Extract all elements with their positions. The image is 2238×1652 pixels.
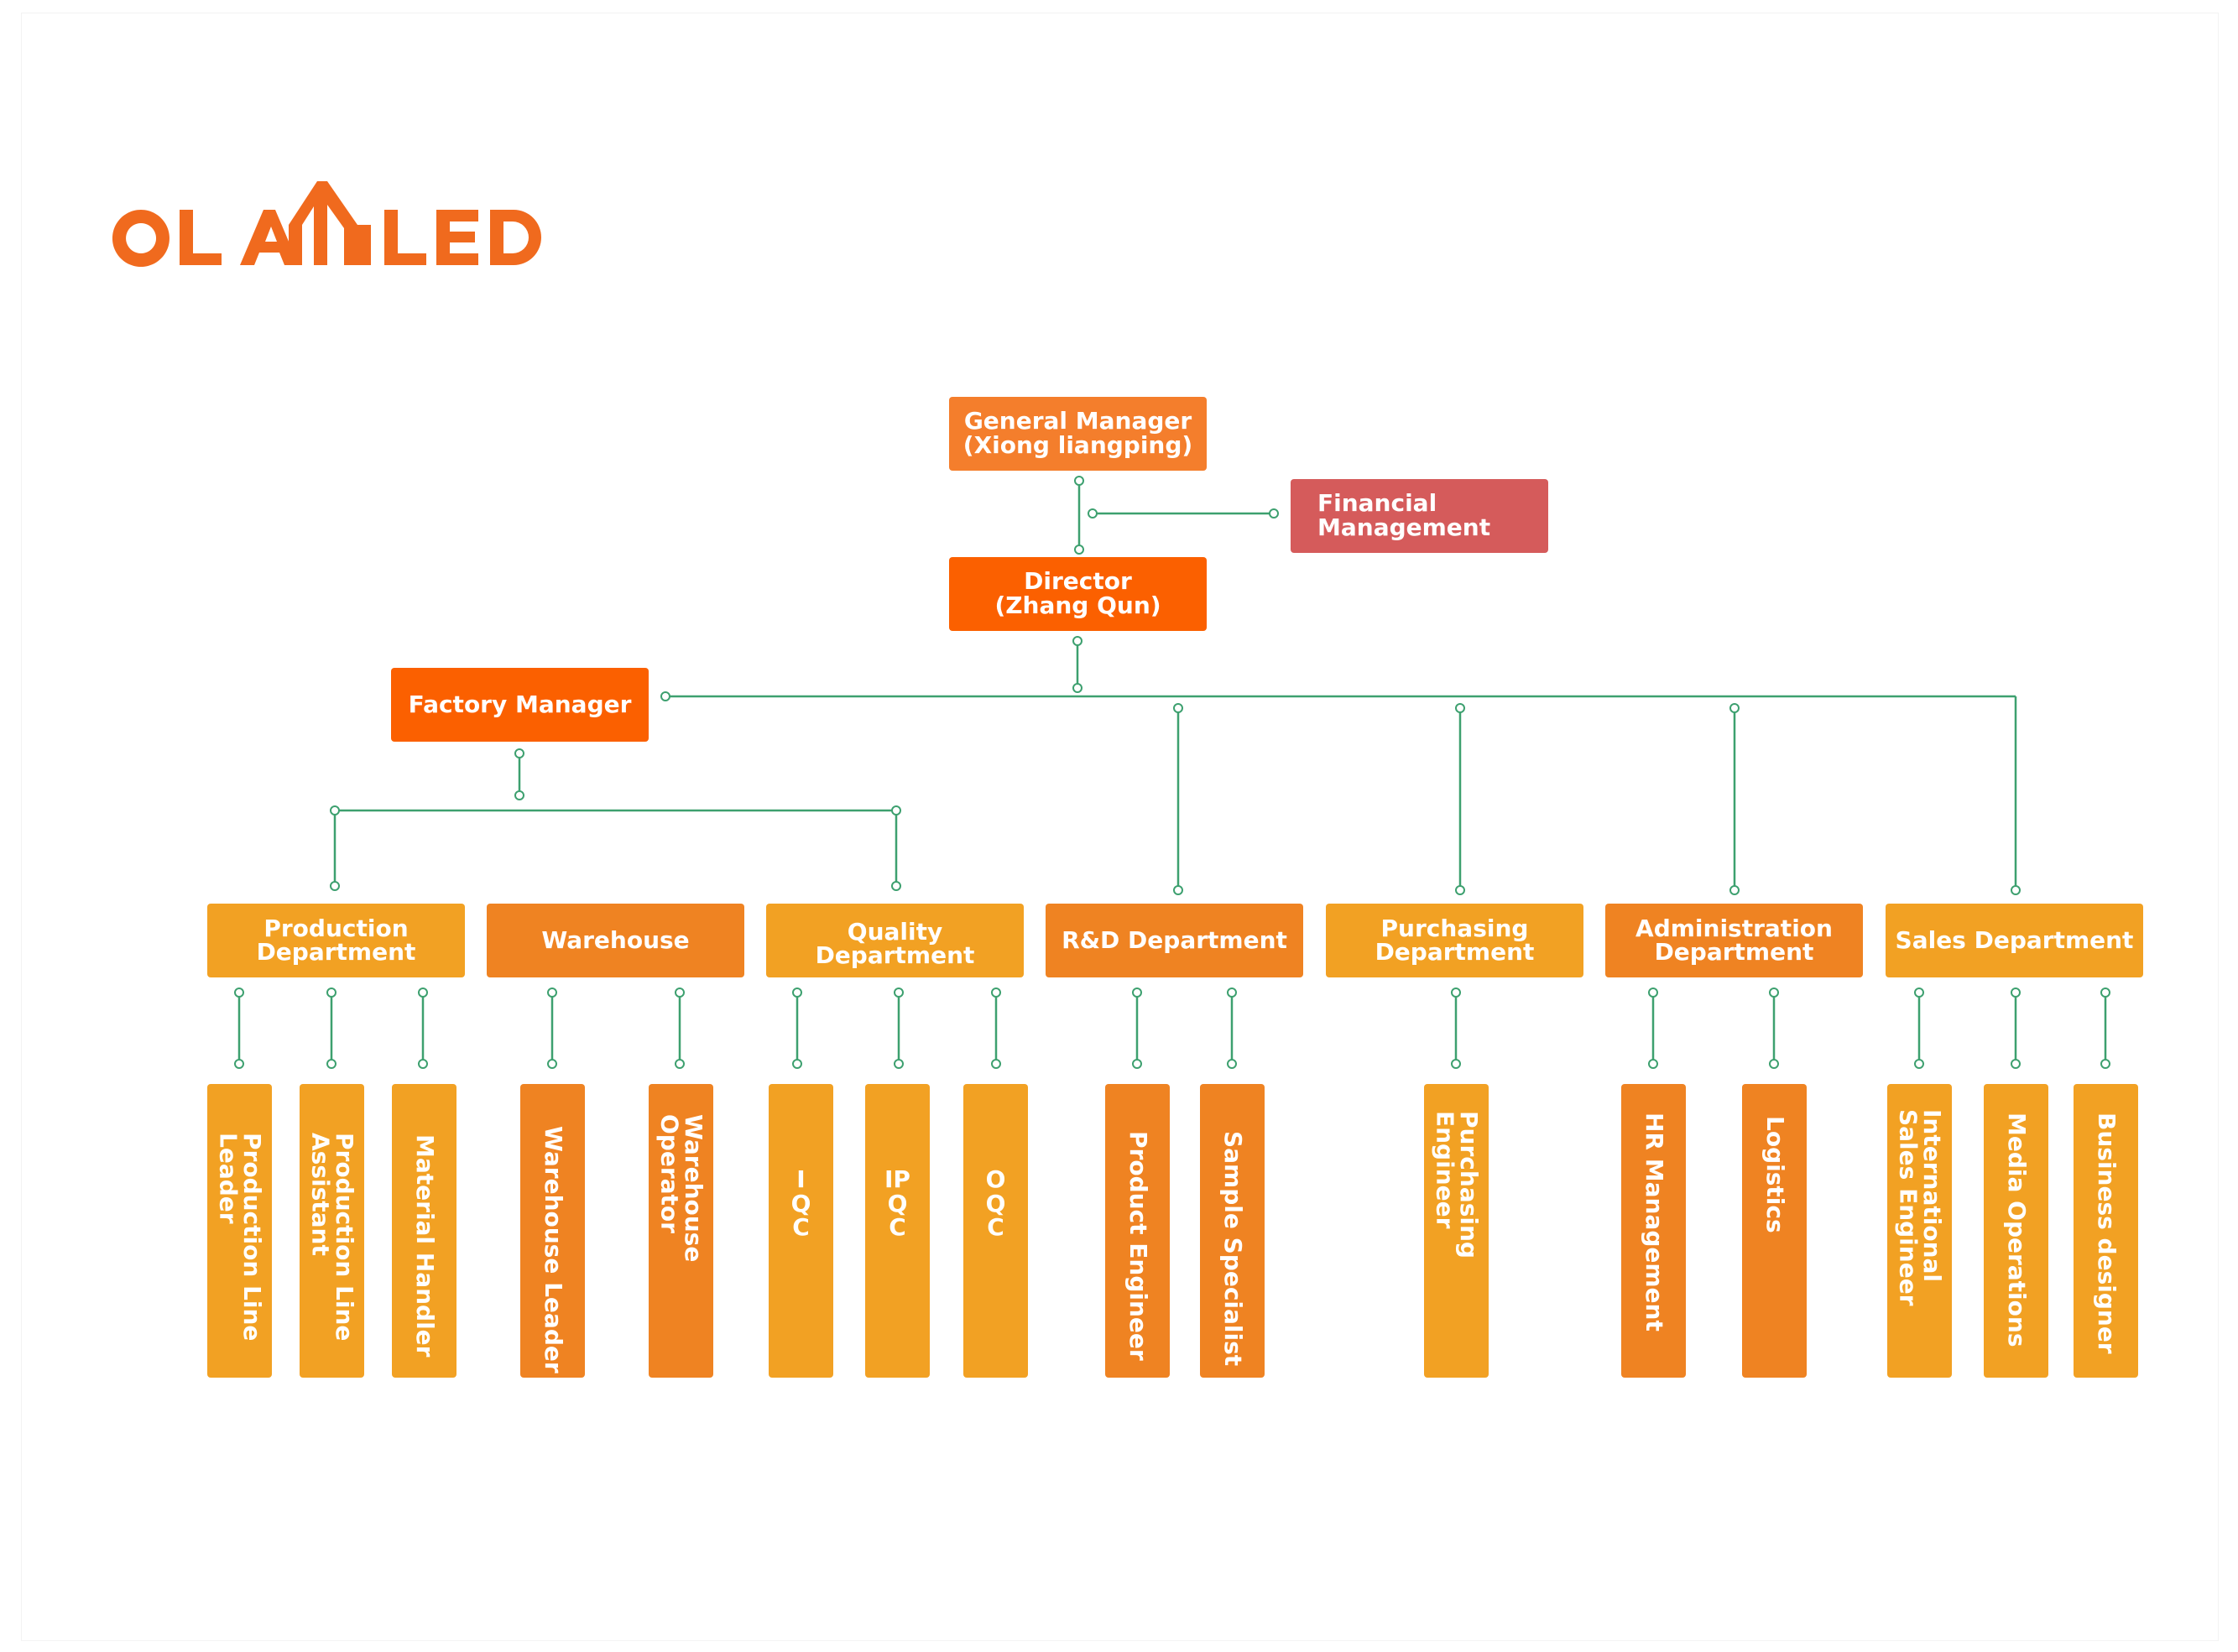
leaf-hr-management-label: HR Management <box>1640 1113 1668 1332</box>
financial-label-line2: Management <box>1317 513 1491 541</box>
leaf-oqc-char2: Q <box>985 1189 1006 1217</box>
dept-quality-label: Quality Department <box>815 918 975 969</box>
dept-purchasing: Purchasing Department <box>1326 904 1583 977</box>
leaf-iqc-char3: C <box>792 1213 810 1242</box>
leaf-international-sales-engineer-label: International Sales Engineer <box>1894 1109 1947 1306</box>
leaf-warehouse-leader-label: Warehouse Leader <box>539 1126 567 1373</box>
factory-manager-label: Factory Manager <box>408 690 632 718</box>
dept-production: Production Department <box>207 904 465 977</box>
leaf-oqc: O Q C <box>963 1084 1028 1378</box>
dept-warehouse-label: Warehouse <box>541 926 690 954</box>
dept-administration: Administration Department <box>1605 904 1863 977</box>
leaf-sample-specialist: Sample Specialist <box>1200 1084 1265 1378</box>
dept-sales-label: Sales Department <box>1895 926 2134 954</box>
leaf-warehouse-operator: Warehouse Operator <box>649 1084 713 1378</box>
leaf-logistics-label: Logistics <box>1761 1116 1789 1233</box>
dept-warehouse: Warehouse <box>487 904 744 977</box>
leaf-ipqc: IP Q C <box>865 1084 930 1378</box>
leaf-purchasing-engineer-label: Purchasing Engineer <box>1431 1111 1484 1259</box>
leaf-business-designer: Business designer <box>2074 1084 2138 1378</box>
dept-administration-line2: Department <box>1654 938 1814 966</box>
director-box: Director (Zhang Qun) <box>949 557 1207 631</box>
leaf-material-handler: Material Handler <box>392 1084 456 1378</box>
leaf-material-handler-label: Material Handler <box>410 1134 439 1358</box>
leaf-purchasing-engineer: Purchasing Engineer <box>1424 1084 1489 1378</box>
factory-manager-box: Factory Manager <box>391 668 649 742</box>
leaf-media-operations: Media Operations <box>1984 1084 2048 1378</box>
dept-purchasing-line1: Purchasing <box>1380 915 1529 942</box>
leaf-production-line-assistant-label: Production Line Assistant <box>306 1133 359 1342</box>
leaf-warehouse-leader: Warehouse Leader <box>520 1084 585 1378</box>
leaf-production-line-leader: Production Line Leader <box>207 1084 272 1378</box>
director-title: Director <box>1024 567 1132 596</box>
dept-production-line1: Production <box>263 915 409 942</box>
dept-rnd-label: R&D Department <box>1062 926 1287 954</box>
leaf-production-line-assistant: Production Line Assistant <box>300 1084 364 1378</box>
dept-production-line2: Department <box>256 938 416 966</box>
financial-label-line1: Financial <box>1317 489 1437 518</box>
dept-rnd: R&D Department <box>1046 904 1303 977</box>
leaf-logistics: Logistics <box>1742 1084 1807 1378</box>
leaf-product-engineer: Product Engineer <box>1105 1084 1170 1378</box>
director-name: (Zhang Qun) <box>994 591 1161 619</box>
leaf-iqc: I Q C <box>769 1084 833 1378</box>
leaf-warehouse-operator-label: Warehouse Operator <box>655 1114 708 1263</box>
leaf-oqc-char1: O <box>985 1165 1006 1193</box>
leaf-business-designer-label: Business designer <box>2092 1113 2121 1354</box>
leaf-iqc-char2: Q <box>790 1189 811 1217</box>
leaf-hr-management: HR Management <box>1621 1084 1686 1378</box>
leaf-sample-specialist-label: Sample Specialist <box>1218 1131 1247 1367</box>
olamled-logo <box>112 181 541 267</box>
leaf-ipqc-char2: Q <box>887 1189 908 1217</box>
leaf-media-operations-label: Media Operations <box>2002 1113 2031 1347</box>
general-manager-box: General Manager (Xiong liangping) <box>949 397 1207 471</box>
leaf-oqc-char3: C <box>987 1213 1004 1242</box>
leaf-international-sales-engineer: International Sales Engineer <box>1887 1084 1952 1378</box>
dept-sales: Sales Department <box>1886 904 2143 977</box>
dept-administration-line1: Administration <box>1635 915 1833 942</box>
general-manager-title: General Manager <box>963 407 1192 435</box>
leaf-production-line-leader-label: Production Line Leader <box>214 1133 267 1342</box>
leaf-ipqc-char3: C <box>889 1213 906 1242</box>
leaf-iqc-char1: I <box>796 1165 806 1193</box>
financial-management-box: Financial Management <box>1291 479 1548 553</box>
leaf-product-engineer-label: Product Engineer <box>1124 1131 1152 1361</box>
dept-purchasing-line2: Department <box>1375 938 1535 966</box>
leaf-ipqc-char1: IP <box>884 1165 910 1193</box>
dept-quality: Quality Department <box>766 904 1024 977</box>
general-manager-name: (Xiong liangping) <box>962 431 1193 459</box>
